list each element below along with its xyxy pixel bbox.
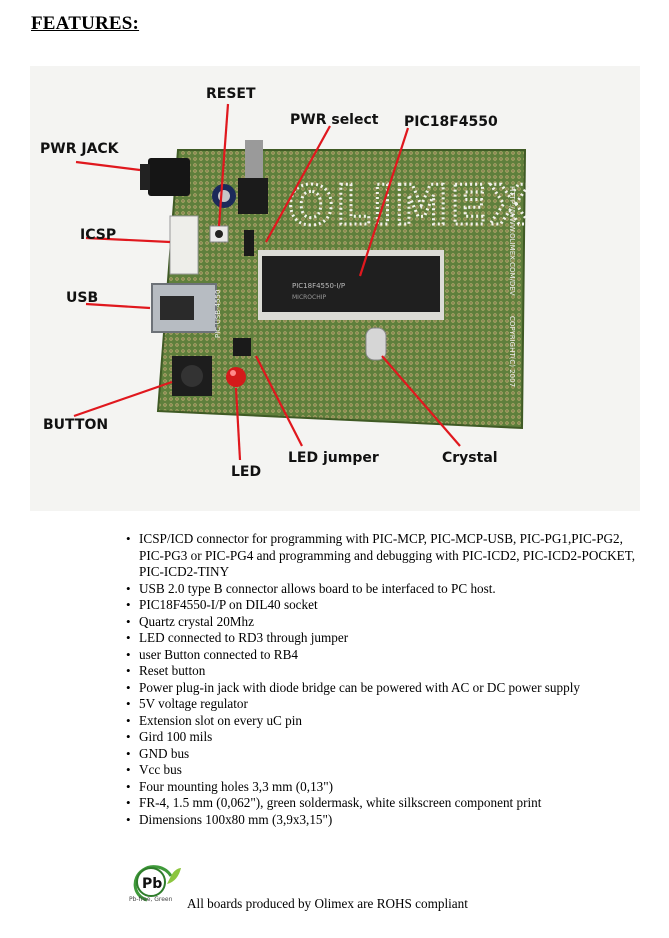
- feature-item: USB 2.0 type B connector allows board to…: [124, 581, 644, 598]
- callout-pwr-jack: PWR JACK: [40, 141, 119, 157]
- power-jack: [148, 158, 190, 196]
- feature-item: user Button connected to RB4: [124, 647, 644, 664]
- pic-chip: [262, 256, 440, 312]
- led-jumper-header: [233, 338, 251, 356]
- callout-button: BUTTON: [43, 417, 109, 433]
- feature-item: GND bus: [124, 746, 644, 763]
- board-model: PIC-USB-4550: [214, 290, 222, 338]
- feature-item: Dimensions 100x80 mm (3,9x3,15"): [124, 812, 644, 829]
- callout-lines: [73, 103, 461, 461]
- callout-pic: PIC18F4550: [404, 114, 498, 130]
- feature-item: Gird 100 mils: [124, 729, 644, 746]
- rohs-logo-text: Pb: [142, 876, 162, 892]
- feature-item: LED connected to RD3 through jumper: [124, 630, 644, 647]
- led-component: [226, 367, 246, 387]
- callout-crystal: Crystal: [442, 450, 498, 466]
- feature-item: Quartz crystal 20Mhz: [124, 614, 644, 631]
- features-heading: FEATURES:: [31, 13, 140, 34]
- feature-item: 5V voltage regulator: [124, 696, 644, 713]
- board-illustration: PIC18F4550-I/P MICROCHIP OLIMEX HTTP://W…: [73, 103, 533, 461]
- chip-brand: MICROCHIP: [292, 294, 326, 301]
- board-copyright: COPYRIGHT(C) 2007: [508, 316, 516, 387]
- feature-item: Vcc bus: [124, 762, 644, 779]
- callout-usb: USB: [66, 290, 99, 306]
- icsp-header: [169, 215, 199, 275]
- callout-pwr-select: PWR select: [290, 112, 379, 128]
- feature-item: Power plug-in jack with diode bridge can…: [124, 680, 644, 697]
- callout-led: LED: [231, 464, 262, 480]
- feature-item: Reset button: [124, 663, 644, 680]
- feature-item: PIC18F4550-I/P on DIL40 socket: [124, 597, 644, 614]
- rohs-statement: All boards produced by Olimex are ROHS c…: [187, 896, 468, 911]
- chip-label: PIC18F4550-I/P: [292, 282, 345, 290]
- board-photo: PIC18F4550-I/P MICROCHIP OLIMEX HTTP://W…: [30, 66, 640, 511]
- rohs-caption: Pb-free, Green: [129, 896, 173, 903]
- features-list: ICSP/ICD connector for programming with …: [124, 531, 644, 828]
- feature-item: ICSP/ICD connector for programming with …: [124, 531, 644, 581]
- feature-item: FR-4, 1.5 mm (0,062"), green soldermask,…: [124, 795, 644, 812]
- board-url: HTTP://WWW.OLIMEX.COM/DEV: [508, 186, 516, 296]
- pwr-select-jumper: [244, 230, 254, 256]
- crystal-component: [365, 327, 387, 361]
- feature-item: Extension slot on every uC pin: [124, 713, 644, 730]
- feature-item: Four mounting holes 3,3 mm (0,13"): [124, 779, 644, 796]
- rohs-pb-free-icon: Pb: [133, 865, 181, 902]
- callout-icsp: ICSP: [80, 227, 117, 243]
- voltage-regulator: [245, 140, 263, 184]
- board-logo: OLIMEX: [288, 174, 533, 237]
- callout-reset: RESET: [206, 86, 256, 102]
- callout-led-jumper: LED jumper: [288, 450, 379, 466]
